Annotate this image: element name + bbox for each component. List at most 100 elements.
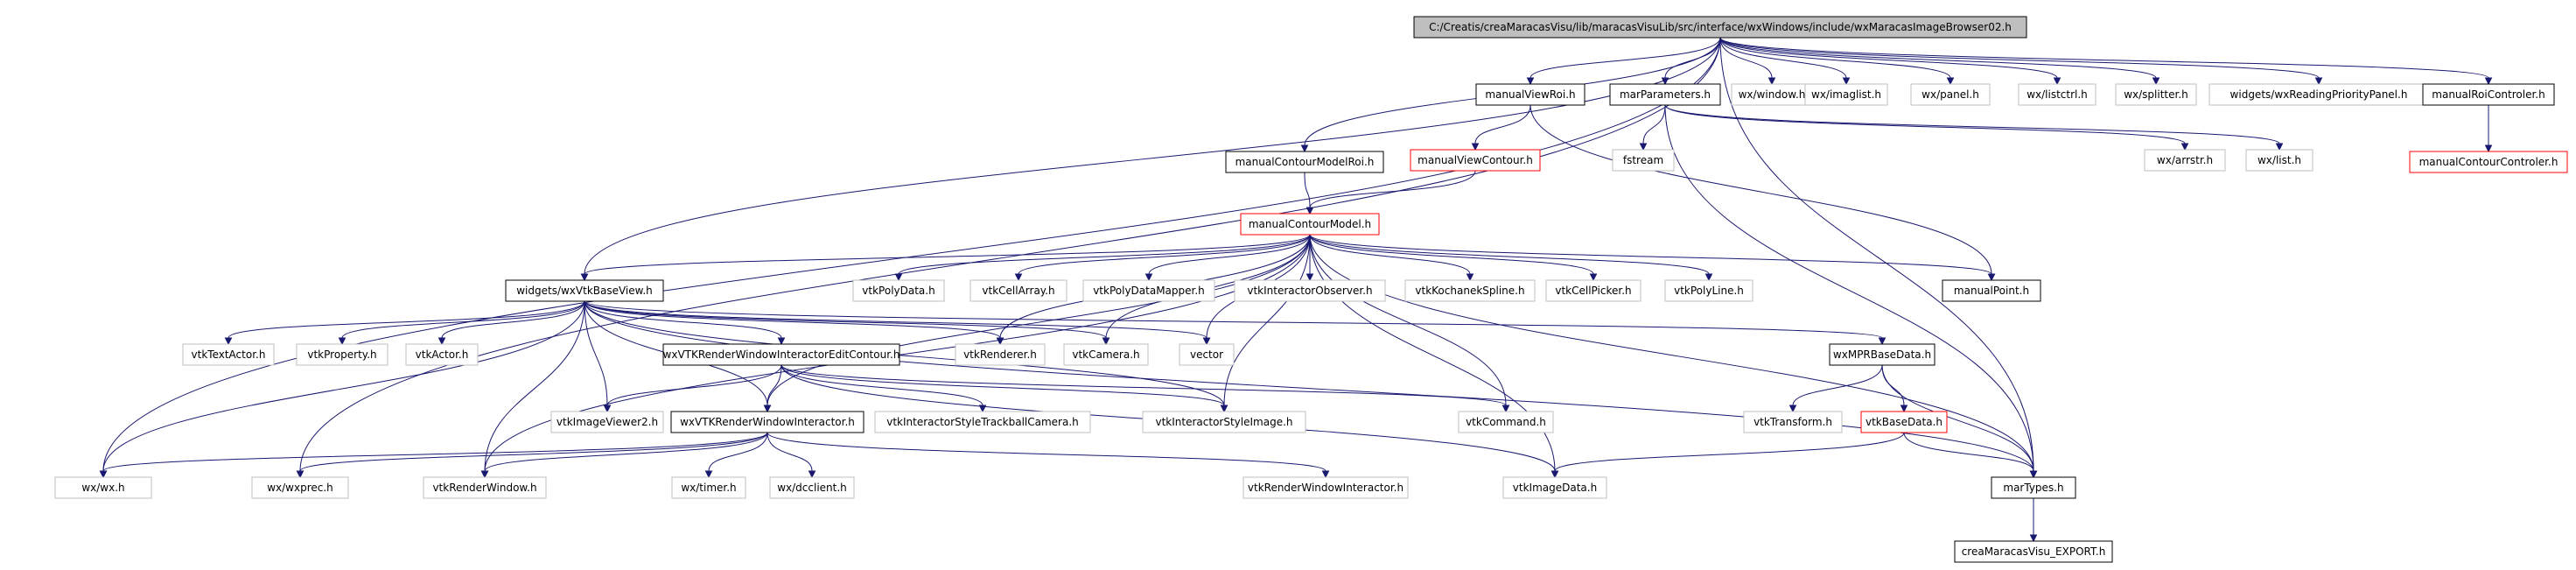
- node-label: wx/listctrl.h: [2026, 88, 2088, 101]
- node-creaMaracasVisuExport[interactable]: creaMaracasVisu_EXPORT.h: [1954, 540, 2113, 563]
- edge-wxVtkBaseView-to-vtkRenderWindow: [484, 300, 585, 472]
- node-vtkCamera: vtkCamera.h: [1063, 343, 1149, 366]
- edge-manualContourModel-to-vtkCellArray: [1018, 234, 1311, 275]
- node-label: vtkInteractorObserver.h: [1247, 285, 1372, 297]
- node-manualContourControler[interactable]: manualContourControler.h: [2409, 151, 2568, 173]
- node-wxarrstr: wx/arrstr.h: [2144, 149, 2226, 172]
- arrowhead-marTypes: [2029, 470, 2038, 479]
- arrowhead-wxVTKRWIEditContour: [777, 337, 786, 346]
- node-wxwindow: wx/window.h: [1731, 83, 1813, 106]
- edge-wxVTKRWI-to-wxtimer: [708, 432, 768, 472]
- node-marTypes[interactable]: marTypes.h: [1991, 476, 2076, 499]
- node-vtkImageData: vtkImageData.h: [1502, 476, 1607, 499]
- arrowhead-wxsplitter: [2152, 77, 2160, 86]
- node-manualViewRoi[interactable]: manualViewRoi.h: [1475, 83, 1586, 106]
- node-box: [2208, 83, 2429, 106]
- arrowhead-wxtimer: [704, 470, 713, 479]
- arrowhead-wximaglist: [1842, 77, 1851, 86]
- node-box: [1404, 279, 1536, 302]
- edge-manualContourModel-to-manualPoint: [1309, 234, 1992, 275]
- node-label: wx/timer.h: [681, 482, 736, 494]
- node-box: [2115, 83, 2197, 106]
- edge-root-to-wxlistctrl: [1719, 37, 2058, 79]
- edge-marParameters-to-wxlist: [1664, 104, 2280, 144]
- node-wxVTKRWIEditContour[interactable]: wxVTKRenderWindowInteractorEditContour.h: [662, 343, 900, 366]
- node-box: [1804, 83, 1888, 106]
- edge-wxVTKRWI-to-vtkRenderWindow: [484, 432, 768, 472]
- arrowhead-vtkRWI: [1321, 470, 1330, 479]
- arrowhead-vtkProperty: [338, 337, 346, 346]
- edge-wxMPRBaseData-to-vtkBaseData: [1881, 364, 1905, 406]
- node-wximaglist: wx/imaglist.h: [1804, 83, 1888, 106]
- node-box: [550, 411, 664, 433]
- arrowhead-vtkPolyData: [894, 273, 903, 282]
- edge-manualContourModel-to-vtkISImage: [1223, 234, 1311, 406]
- arrowhead-wxMPRBaseData: [1878, 337, 1886, 346]
- node-box: [1664, 279, 1754, 302]
- node-box: [1545, 279, 1642, 302]
- node-vtkRenderer: vtkRenderer.h: [955, 343, 1046, 366]
- node-box: [1082, 279, 1215, 302]
- node-label: wx/wx.h: [81, 482, 124, 494]
- node-vtkBaseData[interactable]: vtkBaseData.h: [1860, 411, 1948, 433]
- node-box: [670, 411, 864, 433]
- node-wxdcclient: wx/dcclient.h: [769, 476, 855, 499]
- node-wxMPRBaseData[interactable]: wxMPRBaseData.h: [1829, 343, 1936, 366]
- arrowhead-wxwxprec: [296, 470, 304, 479]
- node-label: wx/imaglist.h: [1811, 88, 1881, 101]
- node-box: [1910, 83, 1991, 106]
- node-wxVTKRWI[interactable]: wxVTKRenderWindowInteractor.h: [670, 411, 864, 433]
- node-box: [1860, 411, 1948, 433]
- node-box: [662, 343, 900, 366]
- node-box: [955, 343, 1046, 366]
- node-label: vtkPolyData.h: [862, 285, 934, 297]
- node-manualViewContour[interactable]: manualViewContour.h: [1410, 149, 1541, 172]
- node-vtkISTrackballCamera: vtkInteractorStyleTrackballCamera.h: [874, 411, 1091, 433]
- node-box: [769, 476, 855, 499]
- edge-manualViewContour-to-manualContourModel: [1309, 170, 1476, 208]
- node-label: manualRoiControler.h: [2432, 88, 2544, 101]
- node-label: wxMPRBaseData.h: [1833, 348, 1931, 361]
- arrowhead-wxdcclient: [808, 470, 816, 479]
- edge-wxVTKRWIEditContour-to-vtkISImage: [780, 364, 1225, 406]
- edge-wxVTKRWIEditContour-to-vtkISTrackballCamera: [780, 364, 984, 406]
- node-label: vtkPolyDataMapper.h: [1093, 285, 1205, 297]
- edge-marParameters-to-wxarrstr: [1664, 104, 2186, 144]
- edge-manualContourModelRoi-to-manualContourModel: [1304, 172, 1311, 208]
- node-root[interactable]: C:/Creatis/creaMaracasVisu/lib/maracasVi…: [1413, 16, 2027, 39]
- node-manualContourModel[interactable]: manualContourModel.h: [1240, 213, 1380, 236]
- edge-wxVTKRWI-to-vtkRWI: [766, 432, 1326, 472]
- edge-manualContourModel-to-vtkCommand: [1309, 234, 1507, 406]
- node-wxlistctrl: wx/listctrl.h: [2018, 83, 2096, 106]
- arrowhead-vtkActor: [438, 337, 446, 346]
- node-box: [1458, 411, 1554, 433]
- arrowhead-vtkKochanekSpline: [1466, 273, 1474, 282]
- node-vtkCellPicker: vtkCellPicker.h: [1545, 279, 1642, 302]
- arrowhead-wxReadingPriorityPanel: [2314, 77, 2323, 86]
- node-box: [852, 279, 945, 302]
- node-manualContourModelRoi[interactable]: manualContourModelRoi.h: [1225, 151, 1384, 173]
- arrowhead-manualPoint: [1987, 273, 1996, 282]
- node-manualRoiControler[interactable]: manualRoiControler.h: [2422, 83, 2555, 106]
- edge-manualViewRoi-to-manualViewContour: [1474, 104, 1531, 144]
- node-box: [1410, 149, 1541, 172]
- node-wxtimer: wx/timer.h: [671, 476, 746, 499]
- arrowhead-vtkTransform: [1788, 405, 1797, 413]
- node-box: [1612, 149, 1675, 172]
- node-label: manualContourControler.h: [2419, 156, 2558, 168]
- node-box: [1743, 411, 1843, 433]
- edge-root-to-wxwx: [102, 37, 1721, 472]
- edge-wxVtkBaseView-to-vtkTextActor: [228, 300, 585, 339]
- edge-manualViewRoi-to-manualPoint: [1530, 104, 1992, 275]
- edge-wxVTKRWIEditContour-to-vtkCommand: [780, 364, 1507, 406]
- node-label: vtkTextActor.h: [192, 348, 266, 361]
- arrowhead-vtkPolyLine: [1704, 273, 1713, 282]
- node-wxVtkBaseView[interactable]: widgets/wxVtkBaseView.h: [505, 279, 664, 302]
- node-box: [251, 476, 349, 499]
- node-marParameters[interactable]: marParameters.h: [1609, 83, 1721, 106]
- node-manualPoint[interactable]: manualPoint.h: [1942, 279, 2041, 302]
- arrowhead-vtkRenderWindow: [480, 470, 489, 479]
- node-label: marTypes.h: [2003, 482, 2063, 494]
- arrowhead-wxlistctrl: [2053, 77, 2062, 86]
- arrowhead-manualContourModel: [1306, 207, 1314, 215]
